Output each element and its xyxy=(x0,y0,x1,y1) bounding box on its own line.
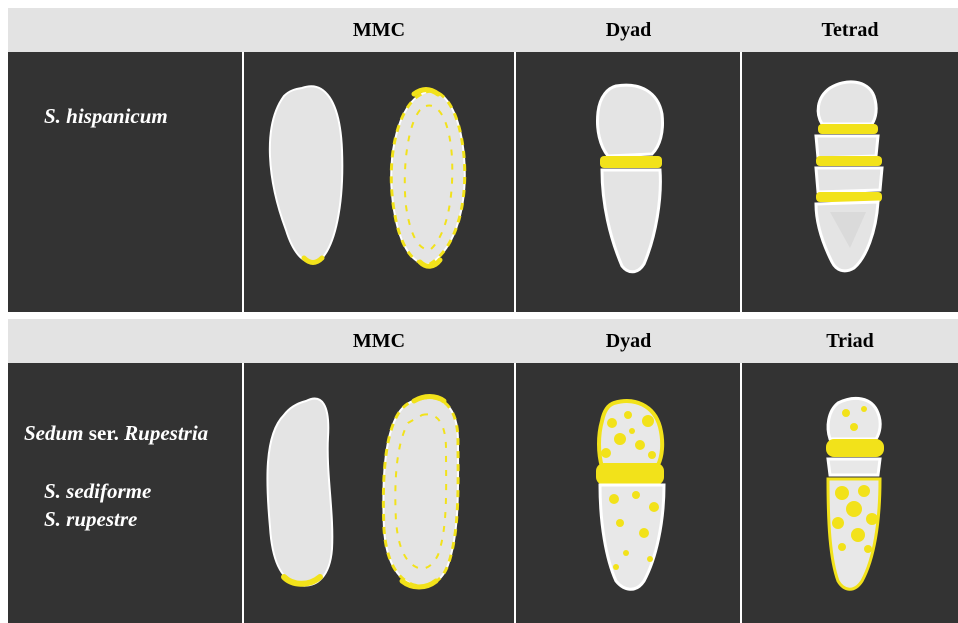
tetrad-panel-row1 xyxy=(742,52,958,312)
species-panel-row2: Sedum ser. Rupestria S. sediforme S. rup… xyxy=(8,363,242,623)
tetrad-cell-3 xyxy=(816,168,882,192)
mmc-cell xyxy=(270,86,342,263)
species-group-label: Sedum ser. Rupestria xyxy=(24,421,208,446)
header-band-row2: MMC Dyad Triad xyxy=(8,319,958,363)
genus-name: Sedum xyxy=(24,421,84,445)
callose-band-2 xyxy=(816,156,882,166)
column-header-triad: Triad xyxy=(742,319,958,363)
column-header-dyad: Dyad xyxy=(515,319,742,363)
species-label-sediforme: S. sediforme xyxy=(44,479,151,504)
mmc-panel-row1 xyxy=(244,52,514,312)
callose-band-1 xyxy=(818,124,878,134)
series-abbrev: ser. xyxy=(89,421,119,445)
species-label-rupestre: S. rupestre xyxy=(44,507,137,532)
callose-band-3 xyxy=(816,192,882,202)
triad-illustration-row2 xyxy=(742,363,958,623)
dyad-illustration-row2 xyxy=(516,363,740,623)
dyad-cell-lower xyxy=(602,170,660,272)
mmc-cell-callose xyxy=(383,398,458,586)
triad-cell-2 xyxy=(828,459,880,475)
series-name: Rupestria xyxy=(124,421,208,445)
column-header-tetrad: Tetrad xyxy=(742,8,958,52)
triad-panel-row2 xyxy=(742,363,958,623)
species-label-hispanicum: S. hispanicum xyxy=(44,104,168,129)
triad-cell-1 xyxy=(828,398,880,439)
dyad-panel-row1 xyxy=(516,52,740,312)
tetrad-illustration-row1 xyxy=(742,52,958,312)
dyad-illustration-row1 xyxy=(516,52,740,312)
mmc-illustration-row2 xyxy=(244,363,514,623)
mmc-illustration-row1 xyxy=(244,52,514,312)
column-header-dyad: Dyad xyxy=(515,8,742,52)
column-header-mmc: MMC xyxy=(243,319,515,363)
mmc-panel-row2 xyxy=(244,363,514,623)
callose-band xyxy=(596,463,664,485)
mmc-cell xyxy=(267,399,332,586)
dyad-panel-row2 xyxy=(516,363,740,623)
header-band-row1: MMC Dyad Tetrad xyxy=(8,8,958,52)
species-panel-row1: S. hispanicum xyxy=(8,52,242,312)
tetrad-cell-2 xyxy=(816,136,878,158)
tetrad-cell-1 xyxy=(818,82,876,124)
column-header-mmc: MMC xyxy=(243,8,515,52)
callose-band xyxy=(600,156,662,168)
callose-band-1 xyxy=(826,439,884,457)
dyad-cell-upper xyxy=(597,85,662,156)
